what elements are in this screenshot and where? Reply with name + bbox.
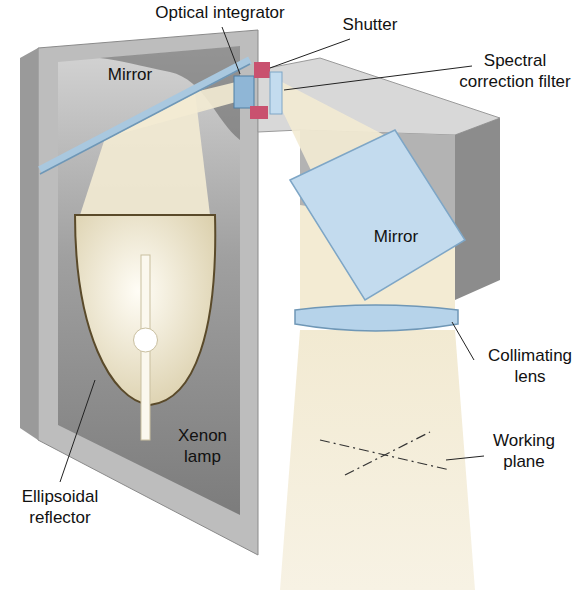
label-slot: Ellipsoidal reflector	[5, 486, 115, 529]
mirror	[40, 60, 250, 170]
shutter-blade	[254, 62, 270, 78]
tower-side	[455, 118, 500, 300]
part-label: Xenon lamp	[170, 425, 235, 468]
part-label: Collimating lens	[478, 345, 582, 388]
label-slot: Optical integrator	[135, 2, 305, 23]
leader-line	[222, 27, 240, 74]
leader-line	[452, 322, 474, 360]
housing-front	[38, 30, 258, 555]
part-label: Spectral correction filter	[448, 50, 582, 93]
leader-line	[270, 39, 350, 68]
shutter-blade	[250, 106, 268, 119]
leader-line	[60, 380, 95, 482]
part-label: Mirror	[95, 64, 165, 85]
part-label: Mirror	[366, 226, 426, 247]
part-label: Ellipsoidal reflector	[5, 486, 115, 529]
label-slot: Working plane	[474, 430, 574, 473]
label-slot: Mirror	[366, 226, 426, 247]
optical-integrator	[234, 76, 254, 108]
working-plane-line	[345, 432, 430, 475]
leader-line	[446, 456, 484, 460]
label-slot: Collimating lens	[478, 345, 582, 388]
leader-line	[284, 66, 472, 90]
part-label: Optical integrator	[135, 2, 305, 23]
lamp-bulb	[134, 328, 158, 352]
collimating-lens	[295, 305, 458, 331]
label-slot: Xenon lamp	[170, 425, 235, 468]
label-slot: Mirror	[95, 64, 165, 85]
spectral-filter	[270, 72, 282, 114]
mirror-edge	[40, 64, 250, 174]
output-beam	[280, 330, 475, 590]
label-slot: Shutter	[335, 14, 405, 35]
mirror	[290, 130, 465, 300]
housing-side	[20, 48, 38, 440]
part-label: Working plane	[474, 430, 574, 473]
label-slot: Spectral correction filter	[448, 50, 582, 93]
part-label: Shutter	[335, 14, 405, 35]
